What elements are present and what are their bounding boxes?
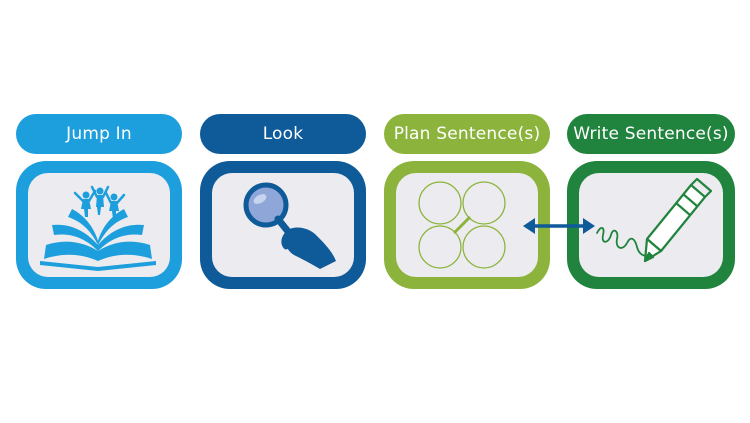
step-card-plan[interactable] <box>384 161 550 289</box>
open-book-with-jumping-children-icon <box>40 185 156 271</box>
card-inner <box>396 173 538 277</box>
step-label-look[interactable]: Look <box>200 114 366 154</box>
pencil-with-scribble-icon <box>596 177 713 263</box>
step-label-plan[interactable]: Plan Sentence(s) <box>384 114 550 154</box>
step-card-look[interactable] <box>200 161 366 289</box>
step-label-write[interactable]: Write Sentence(s) <box>567 114 735 154</box>
card-inner <box>28 173 170 277</box>
card-inner <box>579 173 723 277</box>
step-label-jump-in[interactable]: Jump In <box>16 114 182 154</box>
magnifying-glass-in-hand-icon <box>243 182 336 269</box>
step-card-jump-in[interactable] <box>16 161 182 289</box>
step-card-write[interactable] <box>567 161 735 289</box>
four-circle-plan-grid-icon <box>418 181 506 269</box>
card-inner <box>212 173 354 277</box>
double-headed-arrow-icon <box>523 218 595 234</box>
